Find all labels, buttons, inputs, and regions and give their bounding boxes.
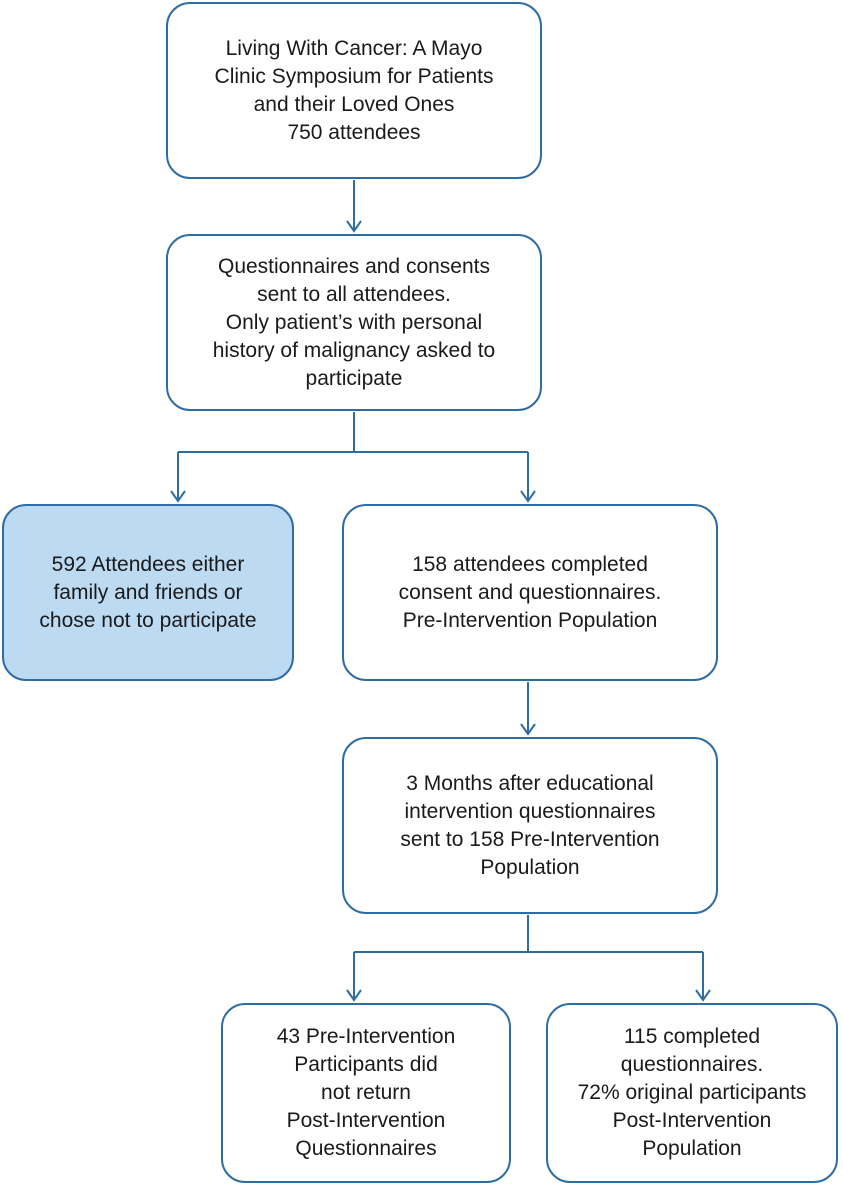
text-line: history of malignancy asked to <box>212 338 496 362</box>
text-line: Participants did <box>294 1053 438 1076</box>
completed-text: 158 attendees completed consent and ques… <box>399 551 662 635</box>
text-line: 592 Attendees either <box>51 552 245 576</box>
symposium-box: Living With Cancer: A Mayo Clinic Sympos… <box>166 2 542 179</box>
text-line: Population <box>480 855 580 879</box>
text-line: 750 attendees <box>287 120 421 144</box>
declined-text: 592 Attendees either family and friends … <box>39 551 256 635</box>
text-line: 3 Months after educational <box>406 771 654 795</box>
text-line: Population <box>642 1137 742 1160</box>
text-line: questionnaires. <box>620 1053 764 1076</box>
followup-box: 3 Months after educational intervention … <box>342 737 718 914</box>
arrowhead-to-declined <box>170 490 186 503</box>
followup-text: 3 Months after educational intervention … <box>400 770 659 882</box>
text-line: 115 completed <box>623 1025 761 1048</box>
arrowhead-to-completed <box>520 490 536 503</box>
arrowhead-to-nonreturn <box>346 989 362 1002</box>
text-line: 43 Pre-Intervention <box>276 1025 456 1048</box>
text-line: Clinic Symposium for Patients <box>214 64 494 88</box>
text-line: 158 attendees completed <box>412 552 648 576</box>
text-line: intervention questionnaires <box>404 799 656 823</box>
nonreturn-box: 43 Pre-Intervention Participants did not… <box>221 1003 511 1183</box>
arrowhead-symposium-to-questionnaires <box>346 220 362 233</box>
text-line: Questionnaires and consents <box>217 254 490 278</box>
questionnaires-box: Questionnaires and consents sent to all … <box>166 234 542 411</box>
post-intervention-text: 115 completed questionnaires. 72% origin… <box>578 1023 807 1163</box>
symposium-text: Living With Cancer: A Mayo Clinic Sympos… <box>215 35 494 147</box>
text-line: Pre-Intervention Population <box>402 608 658 632</box>
text-line: family and friends or <box>53 580 243 604</box>
split-line-questionnaires <box>178 412 528 453</box>
arrowhead-completed-to-followup <box>520 723 536 736</box>
text-line: participate <box>305 366 403 390</box>
text-line: Post-Intervention <box>286 1109 446 1132</box>
split-line-followup <box>354 915 703 953</box>
completed-box: 158 attendees completed consent and ques… <box>342 504 718 681</box>
text-line: sent to all attendees. <box>257 282 451 306</box>
text-line: 72% original participants <box>577 1081 807 1104</box>
text-line: Only patient’s with personal <box>225 310 483 334</box>
text-line: Questionnaires <box>295 1137 437 1160</box>
declined-box: 592 Attendees either family and friends … <box>2 504 294 681</box>
post-intervention-box: 115 completed questionnaires. 72% origin… <box>546 1003 838 1183</box>
text-line: not return <box>321 1081 411 1104</box>
text-line: and their Loved Ones <box>253 92 455 116</box>
text-line: Post-Intervention <box>612 1109 772 1132</box>
arrowhead-to-post <box>695 989 711 1002</box>
text-line: chose not to participate <box>39 608 257 632</box>
text-line: consent and questionnaires. <box>398 580 662 604</box>
text-line: sent to 158 Pre-Intervention <box>400 827 660 851</box>
nonreturn-text: 43 Pre-Intervention Participants did not… <box>277 1023 456 1163</box>
questionnaires-text: Questionnaires and consents sent to all … <box>213 253 495 393</box>
text-line: Living With Cancer: A Mayo <box>225 36 483 60</box>
